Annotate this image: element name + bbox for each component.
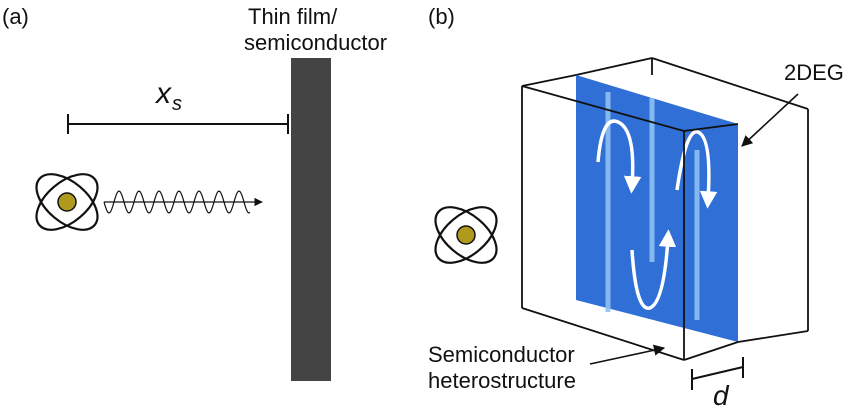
thickness-marker [691, 357, 744, 390]
thin-film-slab [291, 58, 331, 381]
distance-symbol: x [154, 77, 172, 110]
atom-icon-b [434, 206, 498, 264]
atom-icon [35, 173, 99, 231]
emission-wave [103, 190, 251, 214]
hetero-label-line1: Semiconductor [428, 342, 575, 367]
film-label-line2: semiconductor [244, 30, 387, 55]
distance-xs: x s [67, 77, 289, 134]
2deg-pointer [741, 93, 799, 147]
panel-b-label: (b) [428, 4, 455, 29]
film-label-line1: Thin film/ [248, 4, 338, 29]
panel-a-label: (a) [2, 4, 29, 29]
2deg-label: 2DEG [784, 60, 844, 85]
current-streaks [605, 92, 700, 320]
hetero-label-line2: heterostructure [428, 368, 576, 393]
eddy-current-arrows [596, 119, 718, 310]
distance-subscript: s [172, 93, 182, 115]
heterostructure-box-back [521, 57, 809, 343]
hetero-pointer [589, 344, 666, 365]
thickness-symbol: d [713, 380, 730, 406]
